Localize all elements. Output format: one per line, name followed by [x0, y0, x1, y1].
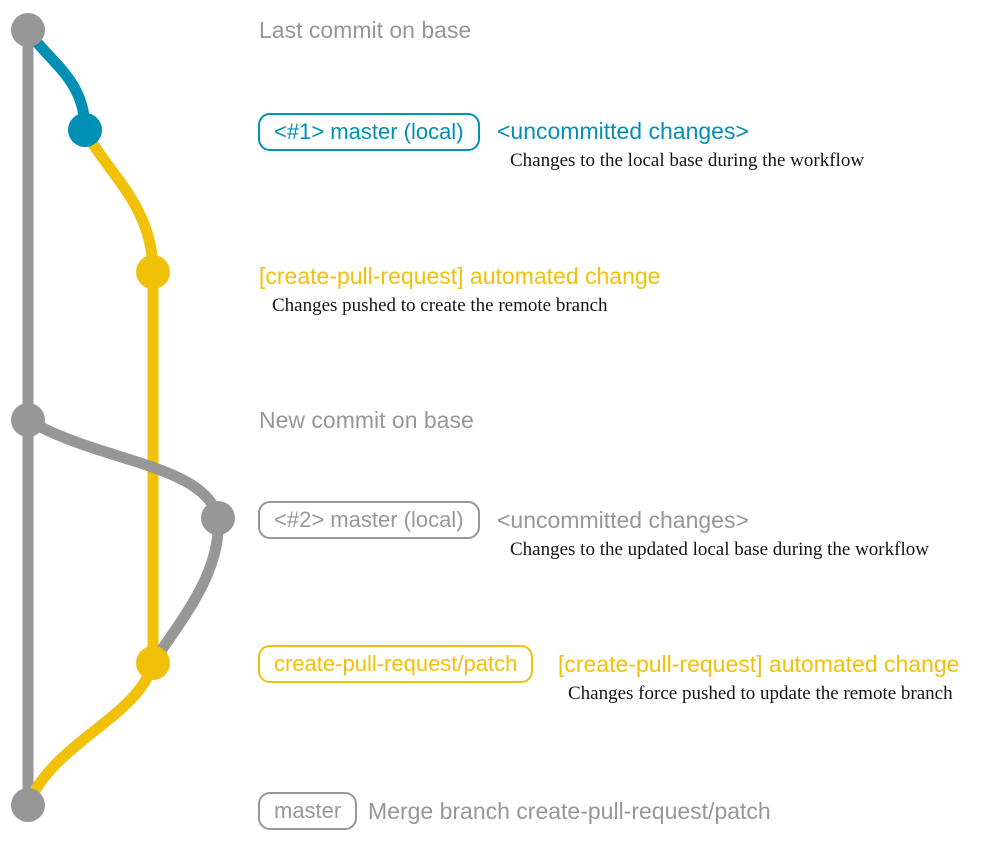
patch-branch-line [80, 127, 159, 663]
commit-message-new-base: New commit on base [259, 407, 474, 433]
commit-note-uncommitted-1: Changes to the local base during the wor… [510, 150, 865, 171]
commit-message-automated-1: [create-pull-request] automated change [259, 263, 661, 289]
commit-note-automated-1: Changes pushed to create the remote bran… [272, 295, 608, 316]
commit-message-uncommitted-2: <uncommitted changes> [497, 507, 749, 533]
commit-dot-patch-1 [136, 255, 170, 289]
branch-tag-master-local-1: <#1> master (local) [258, 113, 480, 151]
commit-note-uncommitted-2: Changes to the updated local base during… [510, 539, 929, 560]
commit-message-uncommitted-1: <uncommitted changes> [497, 118, 749, 144]
commit-dot-local-1 [68, 113, 102, 147]
commit-dot-local-2 [201, 501, 235, 535]
commit-dot-patch-2 [136, 646, 170, 680]
local-branch-curve-2 [25, 415, 224, 665]
patch-merge-curve [22, 661, 159, 808]
commit-dot-new-base [11, 403, 45, 437]
branch-tag-master-local-2: <#2> master (local) [258, 501, 480, 539]
commit-message-last-base: Last commit on base [259, 17, 472, 43]
commit-dot-last-base [11, 13, 45, 47]
local-branch-curve-1 [23, 26, 91, 131]
commit-dot-merge [11, 788, 45, 822]
branch-tag-create-pull-request-patch: create-pull-request/patch [258, 645, 534, 683]
commit-note-automated-2: Changes force pushed to update the remot… [568, 683, 953, 704]
commit-message-automated-2: [create-pull-request] automated change [558, 651, 960, 677]
commit-message-merge: Merge branch create-pull-request/patch [368, 798, 771, 824]
branch-tag-master: master [258, 792, 358, 830]
